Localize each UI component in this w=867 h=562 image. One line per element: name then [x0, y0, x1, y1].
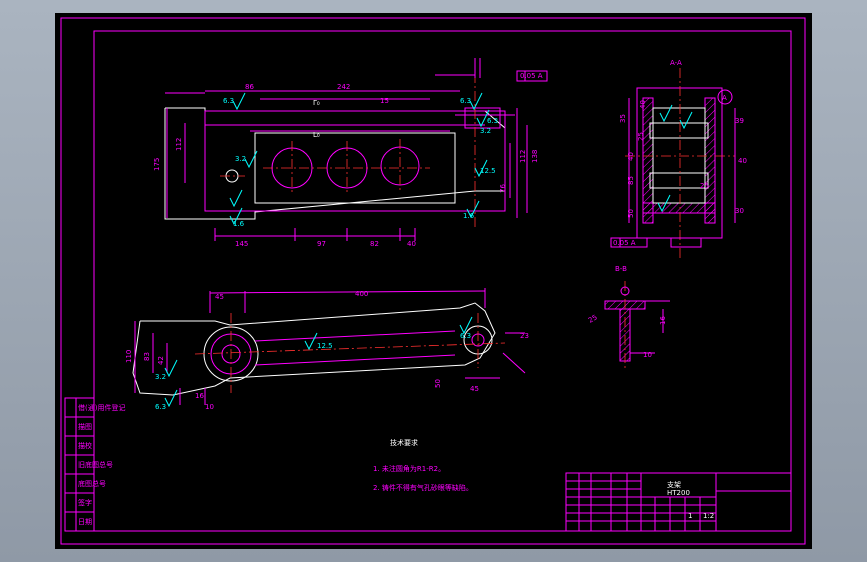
dim-tsec-25: 25: [587, 313, 599, 324]
dim-110: 110: [125, 350, 133, 363]
roughness-5: 12.5: [480, 167, 496, 175]
dim-sec-25: 25: [637, 132, 645, 141]
dim-138: 138: [531, 150, 539, 163]
sheet-number: 1: [688, 512, 692, 520]
tolerance-frame-front: 0.05 A: [520, 72, 543, 80]
dim-82: 82: [370, 240, 379, 248]
dim-112-right: 112: [519, 150, 527, 163]
left-revision-table: 借(通)用件登记 描图 描校 旧底图总号 底图总号 签字 日期: [64, 397, 125, 532]
label-gamma0: Γ₀: [313, 99, 320, 107]
material: HT200: [667, 489, 690, 497]
note-2: 2. 铸件不得有气孔砂眼等缺陷。: [373, 483, 473, 492]
left-row-1: 借(通)用件登记: [78, 403, 125, 412]
dim-sec-39: 39: [735, 117, 744, 125]
dim-97: 97: [317, 240, 326, 248]
title-block: 支架 HT200 1:2 1: [565, 472, 792, 532]
part-name: 支架: [667, 480, 681, 489]
roughness-3: 1.6: [233, 220, 245, 228]
roughness-b2: 6.3: [155, 403, 166, 411]
front-view: 86 242 15 Γ₀ L₀ 145 97 82 40 175 112 112…: [153, 58, 548, 248]
label-l0: L₀: [313, 131, 320, 139]
left-row-6: 签字: [78, 498, 92, 507]
dim-45: 45: [215, 293, 224, 301]
roughness-7: 1.6: [463, 212, 475, 220]
dim-sec-25r: 25: [700, 182, 709, 190]
dim-15: 15: [380, 97, 389, 105]
note-1: 1. 未注圆角为R1-R2。: [373, 464, 445, 473]
left-row-7: 日期: [78, 518, 92, 526]
dim-tsec-10: 10: [643, 351, 652, 359]
notes-title: 技术要求: [390, 438, 418, 447]
dim-86: 86: [245, 83, 254, 91]
tolerance-frame-a1: 0.05 A: [613, 239, 636, 247]
datum-label: A: [722, 94, 727, 102]
datum-circle: [717, 89, 733, 105]
dim-sec-50: 50: [627, 209, 635, 218]
roughness-b3: 12.5: [317, 342, 333, 350]
dim-tsec-16: 16: [659, 316, 667, 325]
cad-viewport[interactable]: 86 242 15 Γ₀ L₀ 145 97 82 40 175 112 112…: [55, 13, 812, 549]
dim-112-left: 112: [175, 138, 183, 151]
roughness-2: 3.2: [235, 155, 246, 163]
roughness-b4: 6.3: [460, 332, 471, 340]
dim-42: 42: [157, 356, 165, 365]
drawing-frame: [93, 30, 792, 532]
roughness-1: 6.3: [223, 97, 234, 105]
dim-145: 145: [235, 240, 248, 248]
dim-83: 83: [143, 352, 151, 361]
dim-sec-40b: 40: [639, 100, 647, 109]
technical-notes: 技术要求 1. 未注圆角为R1-R2。 2. 铸件不得有气孔砂眼等缺陷。: [373, 438, 473, 492]
roughness-8: 6.3: [487, 117, 498, 125]
dim-45b: 45: [470, 385, 479, 393]
scale: 1:2: [703, 512, 714, 520]
section-view-b: B-B 25 16 10: [587, 265, 670, 368]
bottom-view: 45 400 110 83 42 23 50 45 16 10 3.2 6.3 …: [125, 288, 529, 411]
dim-sec-85: 85: [627, 176, 635, 185]
roughness-4: 3.2: [480, 127, 491, 135]
dim-16: 16: [195, 392, 204, 400]
left-row-4: 旧底图总号: [78, 460, 113, 469]
cad-drawing: 86 242 15 Γ₀ L₀ 145 97 82 40 175 112 112…: [60, 17, 806, 545]
sheet-outer-border: [60, 17, 806, 545]
dim-400: 400: [355, 290, 368, 298]
left-row-3: 描校: [78, 441, 92, 450]
dim-76: 76: [499, 184, 507, 193]
left-row-2: 描图: [78, 422, 92, 431]
roughness-6: 6.3: [460, 97, 471, 105]
dim-sec-40r: 40: [738, 157, 747, 165]
section-label-a: A-A: [670, 59, 682, 67]
dim-40: 40: [407, 240, 416, 248]
dim-50: 50: [434, 379, 442, 388]
dim-175: 175: [153, 158, 161, 171]
dim-10: 10: [205, 403, 214, 411]
dim-sec-40: 40: [627, 152, 635, 161]
section-label-b: B-B: [615, 265, 627, 273]
dim-23: 23: [520, 332, 529, 340]
left-row-5: 底图总号: [78, 479, 106, 488]
dim-sec-30: 30: [735, 207, 744, 215]
dim-sec-35: 35: [619, 114, 627, 123]
section-view-a: A-A A 0.05 A 35 25 40 85 50 40 39 40 25 …: [610, 59, 747, 258]
dim-242: 242: [337, 83, 350, 91]
roughness-b1: 3.2: [155, 373, 166, 381]
